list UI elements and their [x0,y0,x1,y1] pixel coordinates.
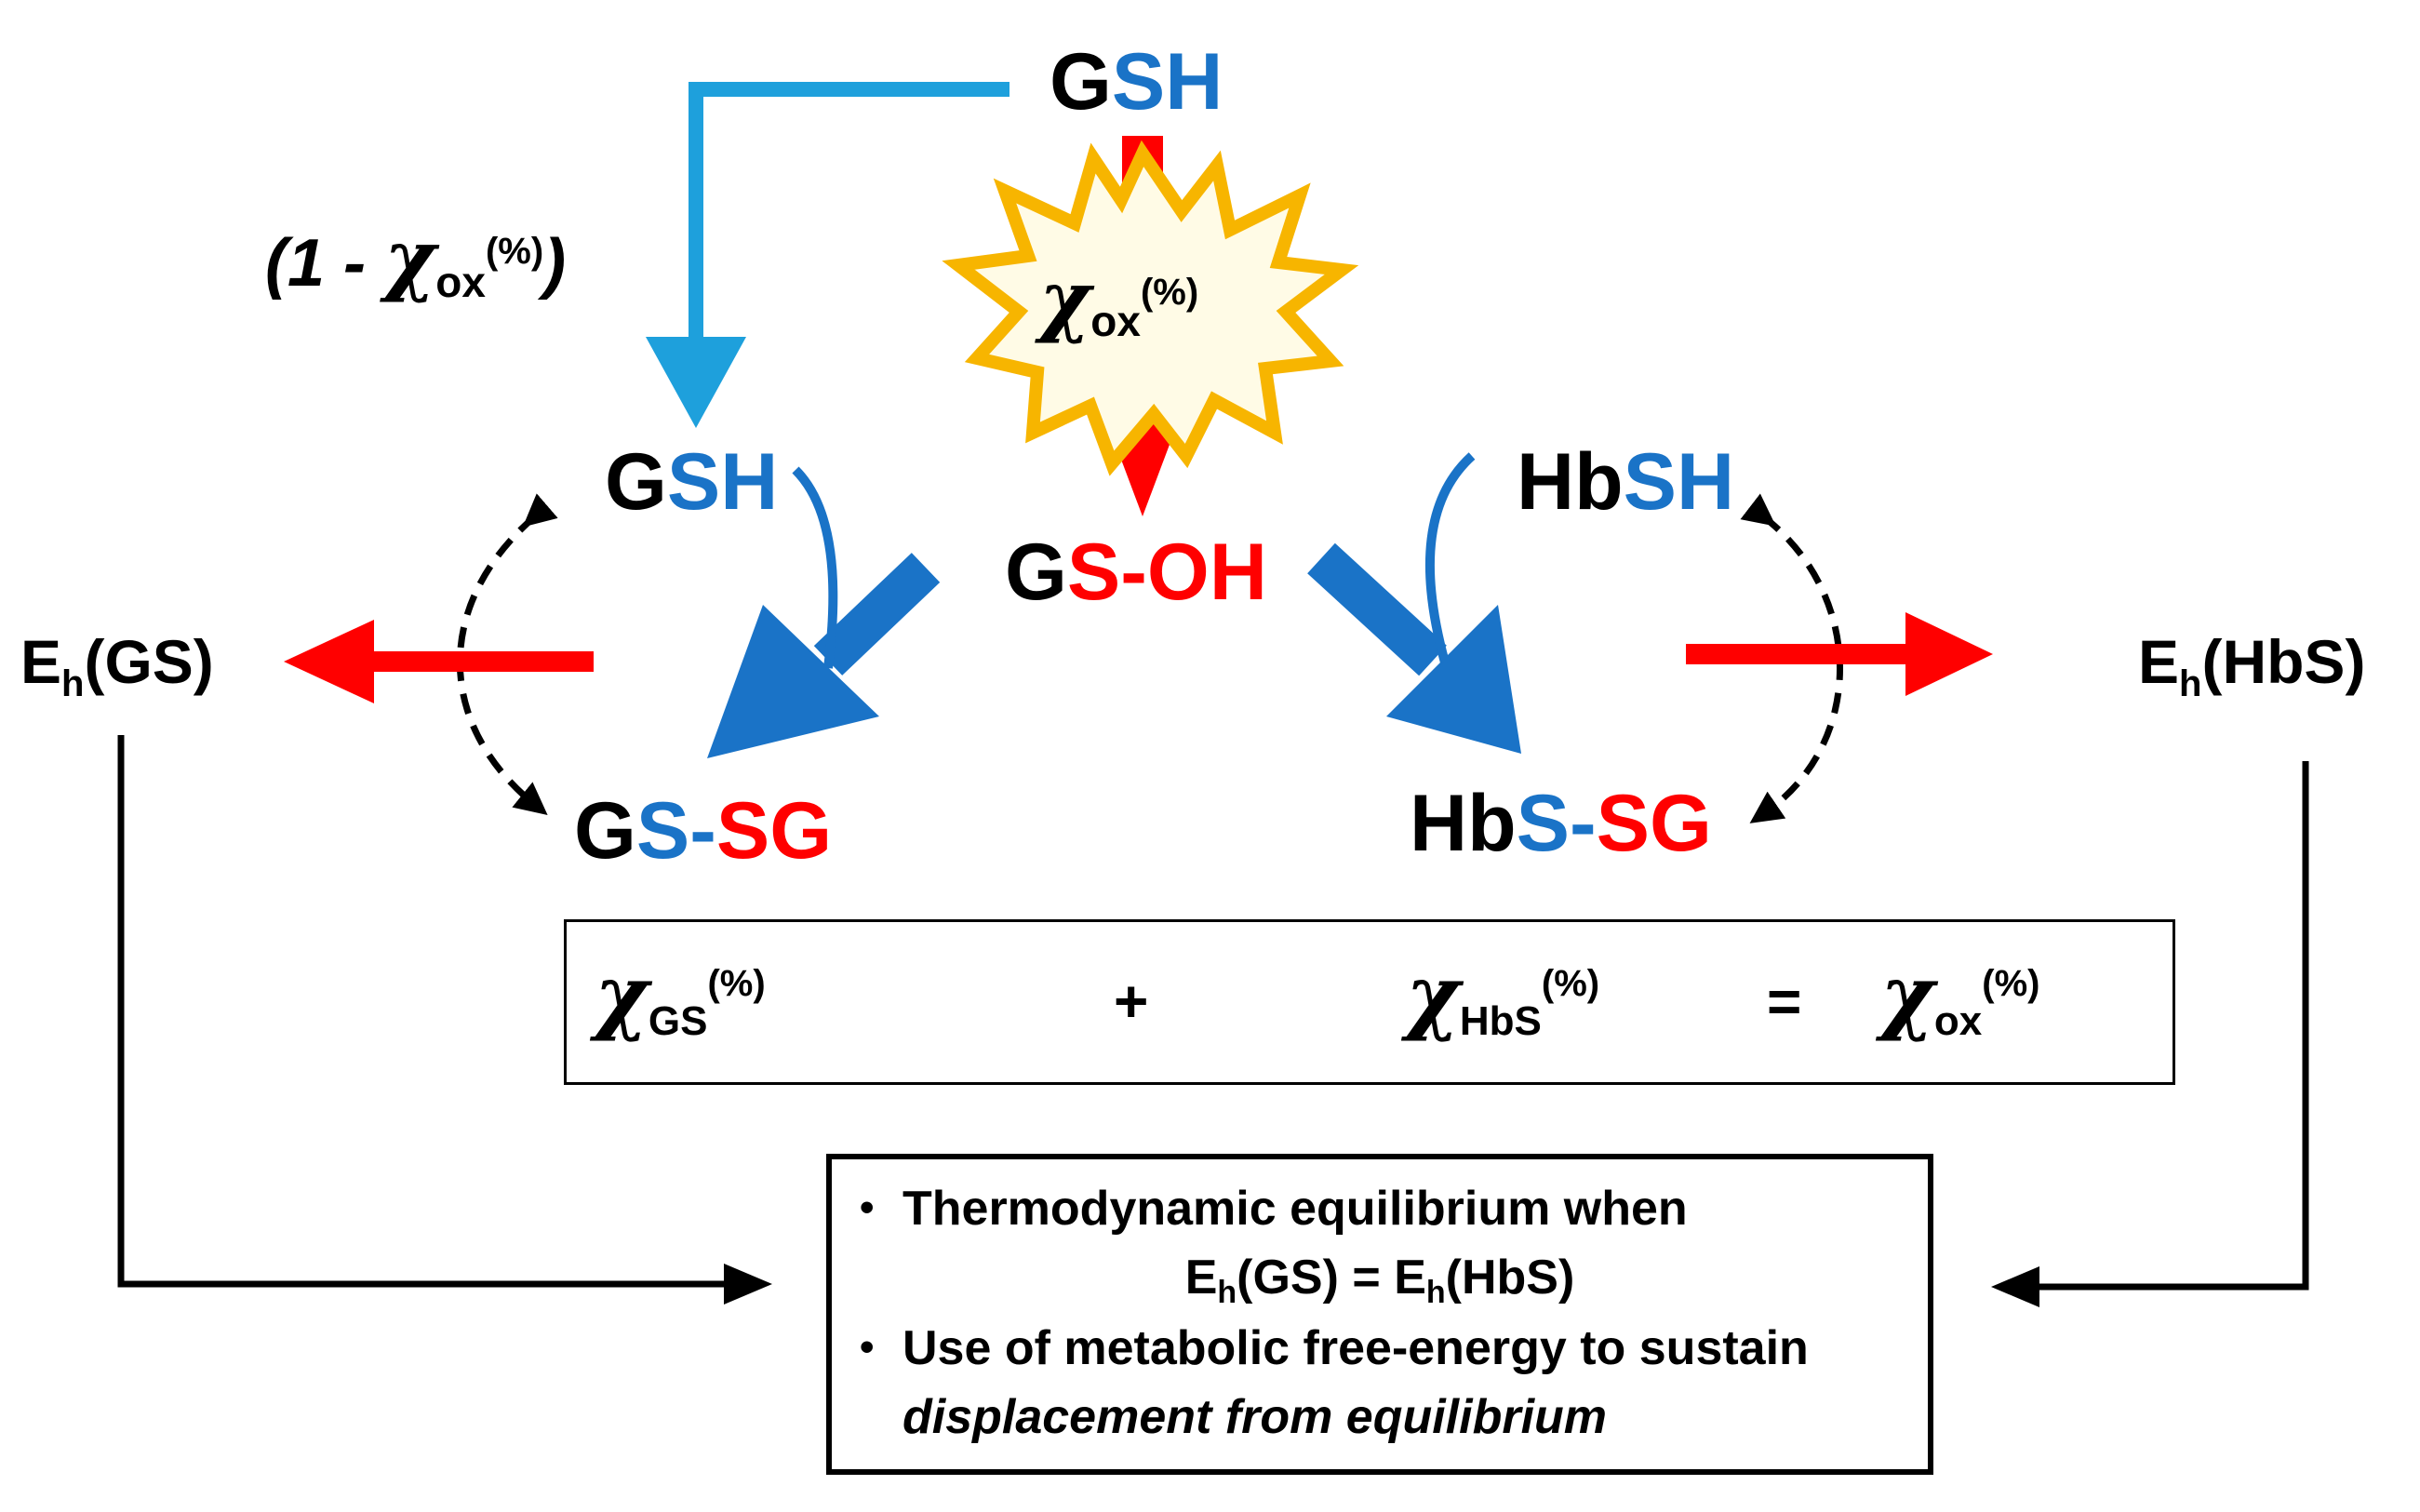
left-connector-arrow [117,735,772,1305]
gssg-label: GS-SG [574,791,832,871]
hydroxyl-oh: -OH [1120,528,1267,617]
thiol-sh: SH [666,437,779,527]
equals-sign: = [1767,968,1802,1035]
chi-ox-term: χox(%) [1880,946,2040,1044]
gsh-left-label: GSH [605,442,778,522]
bond-dash: - [689,786,716,876]
burst-icon [942,140,1359,476]
thiol-sh: SH [1111,37,1223,127]
mass-balance-box: χGS(%) + χHbS(%) = χox(%) [564,919,2175,1085]
eh-equality: Eh(GS) = Eh(HbS) [1184,1251,1575,1310]
bullet-icon: • [860,1184,875,1230]
gsh-thiol-curve [792,466,838,669]
chi-gs-term: χGS(%) [595,946,766,1044]
hbsh-label: HbSH [1517,442,1734,522]
gsh-top-label: GSH [1050,42,1223,122]
glutathionylation-arrow-right [1307,542,1521,754]
note-thermodynamic-equilibrium: •Thermodynamic equilibrium when [860,1182,1688,1236]
glutathione-g: G [605,437,667,527]
glutathione-g: G [1050,37,1112,127]
glutathione-sg: SG [715,786,833,876]
chi-hbs-term: χHbS(%) [1406,946,1600,1044]
oxidized-fraction-label: χox(%) [1039,253,1199,345]
hemoglobin-hb: Hb [1517,437,1624,527]
bond-dash: - [1570,779,1597,868]
eh-gs-label: Eh(GS) [20,627,214,704]
gs-oh-label: GS-OH [1005,532,1267,612]
sulfur-s: S [1066,528,1121,617]
hbsh-thiol-curve [1424,452,1476,664]
partition-arrow [646,82,1009,428]
sulfur-s: S [635,786,690,876]
glutathione-g: G [1005,528,1067,617]
hemoglobin-hb: Hb [1410,779,1517,868]
eh-gs-arrow [284,620,594,703]
thiol-sh: SH [1623,437,1735,527]
equilibrium-notes-box: •Thermodynamic equilibrium when Eh(GS) =… [826,1154,1933,1475]
glutathionylation-arrow-left [707,553,941,758]
eh-hbs-arrow [1686,612,1993,696]
hbs-equilibrium-curve [1740,493,1843,823]
bullet-icon: • [860,1324,875,1370]
glutathione-sg: SG [1596,779,1712,868]
plus-sign: + [1114,968,1149,1035]
eh-hbs-label: Eh(HbS) [2138,627,2366,704]
right-connector-arrow [1991,761,2309,1307]
glutathione-g: G [574,786,636,876]
note-displacement: displacement from equilibrium [902,1390,1608,1444]
note-metabolic-free-energy: •Use of metabolic free-energy to sustain [860,1321,1809,1375]
hbssg-label: HbS-SG [1410,783,1712,863]
sulfur-s: S [1516,779,1571,868]
reduced-fraction-label: (1 - χox(%)) [265,212,567,306]
